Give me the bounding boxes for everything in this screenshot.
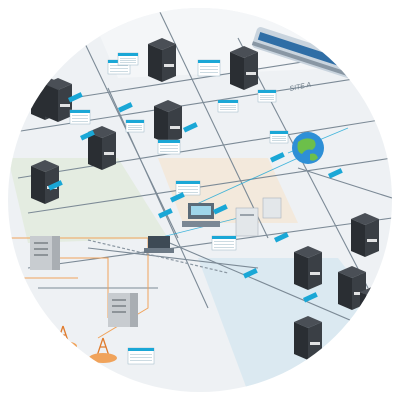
info-card <box>157 139 181 155</box>
connection-line <box>87 247 259 269</box>
blue-tag <box>48 180 63 191</box>
server-rack-icon <box>351 213 379 257</box>
blue-tag <box>158 208 173 219</box>
cabinet-unit <box>30 236 60 270</box>
info-card <box>69 109 91 125</box>
server-rack-icon <box>294 246 322 290</box>
blue-tag <box>80 130 95 141</box>
server-rack-icon <box>294 316 322 360</box>
server-racks <box>31 38 388 360</box>
info-card <box>217 99 239 113</box>
cabinet-unit <box>108 293 138 327</box>
blue-tag <box>213 204 228 215</box>
blue-tag <box>274 232 289 243</box>
server-rack-icon <box>154 100 182 144</box>
blue-tag <box>328 168 343 179</box>
workstation-icon <box>144 236 174 253</box>
connections <box>8 8 392 339</box>
blue-tag <box>68 92 83 103</box>
radio-tower-icon <box>89 337 117 363</box>
server-rack-icon <box>44 78 72 122</box>
blue-tag <box>270 152 285 163</box>
info-card <box>257 89 277 103</box>
server-rack-icon <box>360 286 388 330</box>
workstation-icon <box>235 207 259 237</box>
blue-tag <box>303 292 318 303</box>
server-rack-icon <box>88 126 116 170</box>
info-card <box>211 235 237 251</box>
connection-line <box>67 8 179 239</box>
info-card <box>117 52 139 66</box>
blue-tag <box>170 192 185 203</box>
connection-line <box>27 157 392 214</box>
connection-line <box>157 8 269 239</box>
workstation-icon <box>182 203 220 227</box>
site-a-label: SITE A <box>289 81 312 92</box>
connection-line <box>107 87 209 309</box>
server-rack-icon <box>31 160 59 204</box>
info-card <box>269 130 289 144</box>
blue-tags <box>48 92 343 303</box>
blue-link <box>187 157 299 209</box>
info-card <box>125 119 145 133</box>
connection-line <box>297 167 392 199</box>
info-card <box>197 59 221 77</box>
globe-icon <box>292 132 324 164</box>
server-rack-icon <box>230 46 258 90</box>
blue-tag <box>118 102 133 113</box>
network-topology-diagram: SITE A <box>8 8 392 392</box>
workstation-icon <box>262 197 282 219</box>
blue-link <box>157 217 239 239</box>
connection-line <box>157 237 392 339</box>
diagram-circle-mask: SITE A <box>8 8 392 392</box>
connection-line <box>27 217 392 269</box>
dashed-arrow-line <box>87 239 229 274</box>
train-icon <box>251 27 362 80</box>
blue-tag <box>243 268 258 279</box>
server-rack-icon <box>148 38 176 82</box>
radio-tower-icon <box>49 325 77 351</box>
dashed-arrow <box>87 239 229 274</box>
info-card <box>175 180 201 196</box>
info-cards <box>69 52 289 365</box>
info-card <box>127 347 155 365</box>
blue-tag <box>183 122 198 133</box>
connection-line <box>17 117 392 179</box>
